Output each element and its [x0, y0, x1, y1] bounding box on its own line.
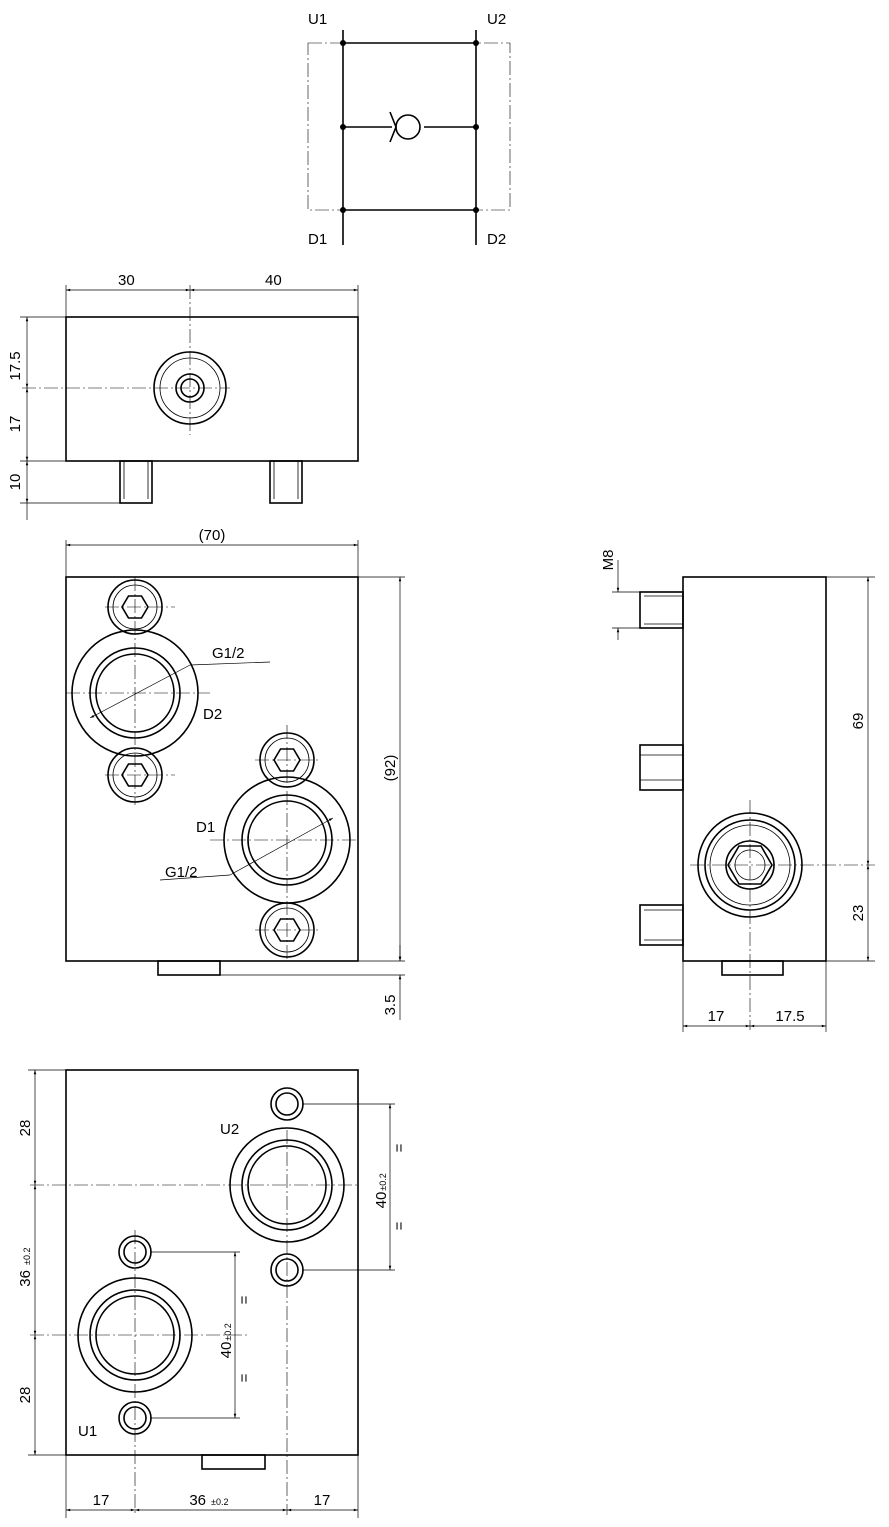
dim-36-bottom-tolerance: ±0.2 — [211, 1497, 228, 1507]
dim-10: 10 — [7, 474, 24, 491]
port-label-u1: U1 — [78, 1423, 97, 1440]
dim-40-right-tolerance: ±0.2 — [378, 1173, 388, 1190]
dim-40-middle: 40 — [218, 1342, 235, 1359]
port-label-d1: D1 — [196, 819, 215, 836]
check-valve-symbol — [389, 111, 421, 143]
equal-mark: = — [236, 1295, 253, 1304]
dim-3.5: 3.5 — [382, 995, 399, 1016]
dim-69: 69 — [850, 713, 867, 730]
dim-17: 17 — [708, 1008, 725, 1025]
hydraulic-schematic: U1 U2 D1 D2 — [307, 11, 511, 248]
dim-30: 30 — [118, 272, 135, 289]
dim-36: 36 — [17, 1270, 34, 1287]
port-label-u2: U2 — [487, 11, 506, 28]
equal-mark: = — [391, 1221, 408, 1230]
front-view: G1/2 D2 D1 G1/2 (70) (92) 3.5 — [65, 527, 405, 1020]
port-label-d1: D1 — [308, 231, 327, 248]
equal-mark: = — [236, 1373, 253, 1382]
dim-40-right: 40 — [373, 1192, 390, 1209]
dim-17.5: 17.5 — [775, 1008, 804, 1025]
dim-17-right: 17 — [314, 1492, 331, 1509]
top-view: 30 40 17.5 17 10 — [7, 272, 359, 520]
port-label-d2: D2 — [487, 231, 506, 248]
dim-17-left: 17 — [93, 1492, 110, 1509]
dim-92: (92) — [382, 755, 399, 782]
thread-label-g1-2-d1: G1/2 — [165, 864, 198, 881]
thread-label-g1-2-d2: G1/2 — [212, 645, 245, 662]
dim-36-tolerance: ±0.2 — [22, 1248, 32, 1265]
bottom-view: U2 U1 28 36 ±0.2 28 40 ±0.2 = = 40 ±0.2 … — [17, 1069, 408, 1518]
port-label-d2: D2 — [203, 706, 222, 723]
side-view: M8 69 23 17 17.5 — [600, 550, 875, 1032]
dim-36-bottom: 36 — [189, 1492, 206, 1509]
dim-40-middle-tolerance: ±0.2 — [223, 1323, 233, 1340]
port-label-u1: U1 — [308, 11, 327, 28]
dim-28-top: 28 — [17, 1120, 34, 1137]
dim-17.5: 17.5 — [7, 351, 24, 380]
thread-label-m8: M8 — [600, 550, 617, 571]
dim-28-bottom: 28 — [17, 1387, 34, 1404]
dim-40: 40 — [265, 272, 282, 289]
port-label-u2: U2 — [220, 1121, 239, 1138]
dim-17: 17 — [7, 416, 24, 433]
dim-23: 23 — [850, 905, 867, 922]
dim-70: (70) — [199, 527, 226, 544]
equal-mark: = — [391, 1143, 408, 1152]
